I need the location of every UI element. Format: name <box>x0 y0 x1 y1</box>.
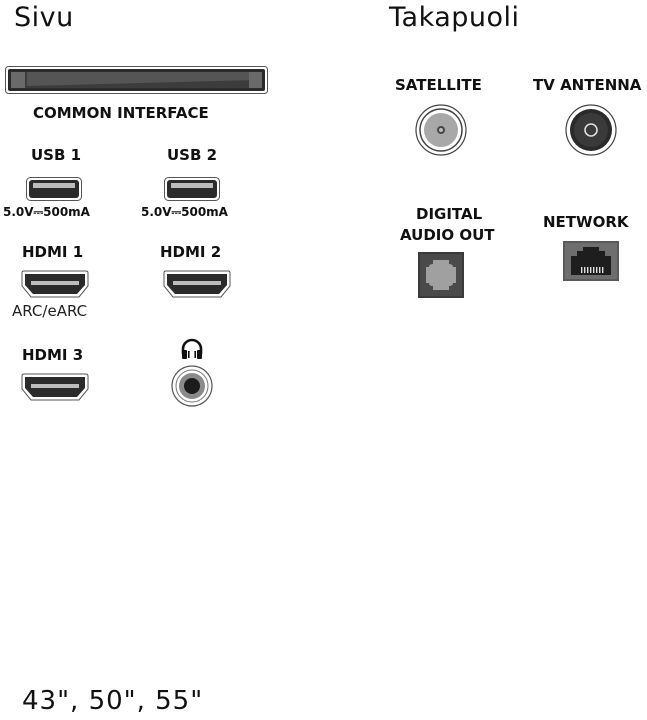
hdmi-port-icon <box>21 373 89 405</box>
hdmi-port-icon <box>163 270 231 302</box>
side-section-title: Sivu <box>14 2 74 33</box>
optical-port-icon <box>418 252 464 302</box>
usb1-label: USB 1 <box>31 146 82 164</box>
hdmi-port-icon <box>21 270 89 302</box>
audio-jack-icon <box>171 365 213 411</box>
ethernet-port-icon <box>563 241 619 285</box>
hdmi3-label: HDMI 3 <box>22 346 84 364</box>
satellite-label: SATELLITE <box>395 76 482 94</box>
usb2-rating: 5.0V⎓500mA <box>141 205 228 219</box>
hdmi2-label: HDMI 2 <box>160 243 222 261</box>
network-label: NETWORK <box>543 213 629 231</box>
usb-port-icon <box>26 177 82 205</box>
common-interface-label: COMMON INTERFACE <box>33 104 209 122</box>
ci-slot-icon <box>5 66 268 98</box>
hdmi1-label: HDMI 1 <box>22 243 84 261</box>
antenna-connector-icon <box>565 104 617 160</box>
usb-port-icon <box>164 177 220 205</box>
screen-sizes: 43", 50", 55" <box>22 686 204 716</box>
back-section-title: Takapuoli <box>389 2 520 33</box>
tv-antenna-label: TV ANTENNA <box>533 76 642 94</box>
usb1-rating: 5.0V⎓500mA <box>3 205 90 219</box>
headphone-icon <box>180 338 204 364</box>
digital-audio-label-line1: DIGITAL <box>416 205 483 223</box>
satellite-connector-icon <box>415 104 467 160</box>
digital-audio-label-line2: AUDIO OUT <box>400 226 495 244</box>
hdmi1-note: ARC/eARC <box>12 302 88 320</box>
usb2-label: USB 2 <box>167 146 218 164</box>
